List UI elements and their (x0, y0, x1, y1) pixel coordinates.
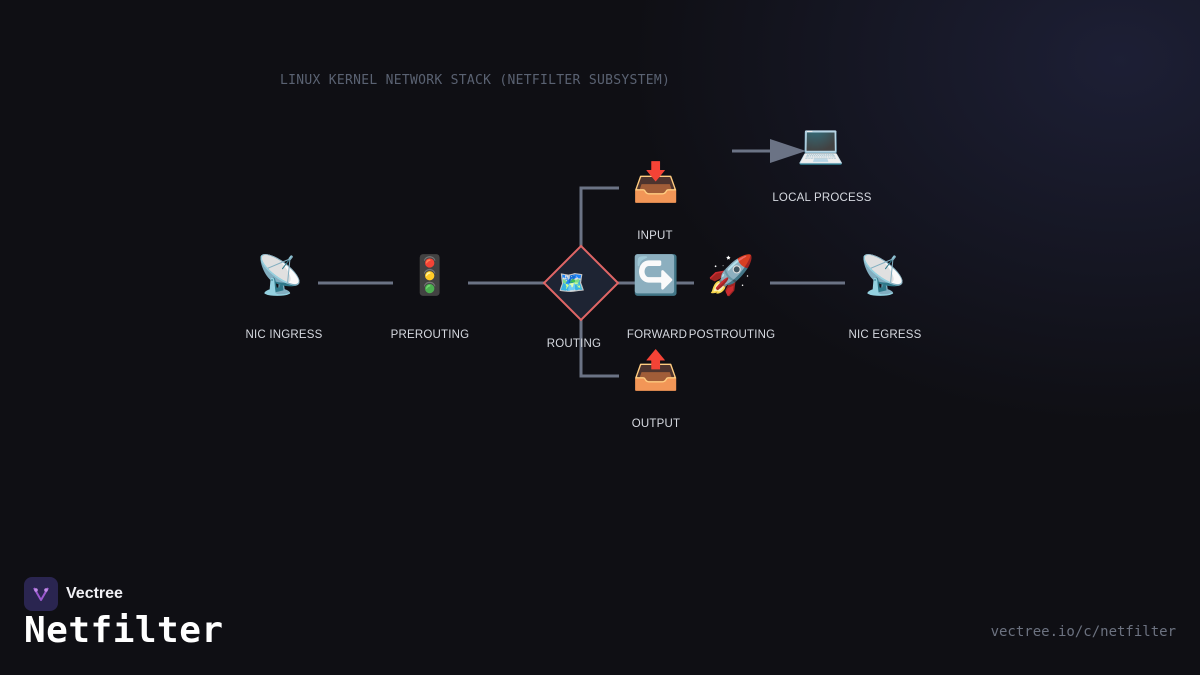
brand-name: Vectree (66, 585, 123, 602)
edge-routing-input (579, 186, 619, 246)
diagram-title: LINUX KERNEL NETWORK STACK (NETFILTER SU… (280, 73, 671, 88)
node-label-nic-ingress: NIC INGRESS (245, 329, 323, 341)
page-title: Netfilter (24, 610, 224, 651)
rocket-icon: 🚀 (707, 253, 755, 297)
map-icon: 🗺️ (558, 271, 586, 296)
laptop-icon: 💻 (797, 122, 845, 166)
traffic-light-icon: 🚦 (406, 253, 454, 297)
vectree-logo-icon (24, 577, 58, 611)
edge-routing-output (579, 320, 619, 378)
node-label-input: INPUT (637, 230, 673, 242)
satellite-antenna-icon: 📡 (859, 253, 907, 297)
node-label-forward: FORWARD (626, 329, 688, 341)
node-label-prerouting: PREROUTING (390, 329, 470, 341)
outbox-tray-icon: 📤 (632, 348, 680, 392)
node-label-output: OUTPUT (631, 418, 681, 430)
brand: Vectree (24, 577, 123, 611)
footer-url[interactable]: vectree.io/c/netfilter (990, 624, 1176, 640)
node-label-routing: ROUTING (546, 338, 602, 350)
routing-decision-diamond (542, 244, 620, 322)
satellite-antenna-icon: 📡 (256, 253, 304, 297)
inbox-tray-icon: 📥 (632, 160, 680, 204)
node-label-local-process: LOCAL PROCESS (772, 192, 872, 204)
node-label-nic-egress: NIC EGRESS (848, 329, 922, 341)
edge-arrowhead (770, 139, 806, 163)
node-label-postrouting: POSTROUTING (688, 329, 776, 341)
right-arrow-curving-left-icon: ↪️ (632, 253, 680, 297)
